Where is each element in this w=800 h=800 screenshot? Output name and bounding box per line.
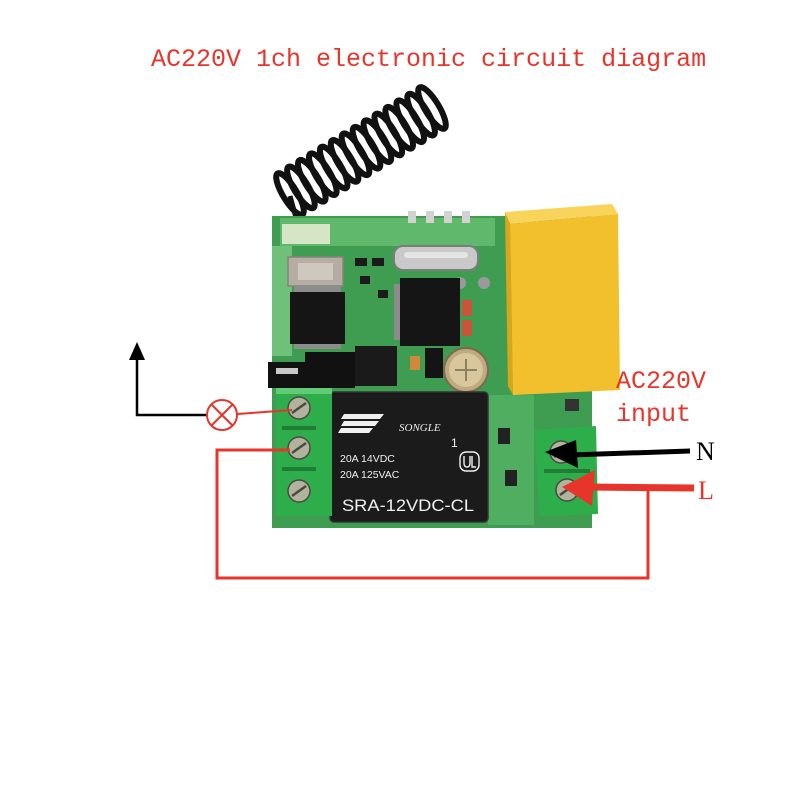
- relay: SONGLE 1 20A 14VDC 20A 125VAC SRA-12VDC-…: [329, 391, 489, 523]
- crystal-highlight: [404, 252, 468, 258]
- antenna: [273, 84, 449, 233]
- ul-mark-u: [463, 456, 471, 468]
- lamp-cross: [210, 403, 234, 427]
- jumper-cap-stripe: [276, 368, 298, 374]
- receiver-module-label-area: [282, 224, 330, 244]
- input-label-text: input: [616, 400, 691, 429]
- screw-slot: [291, 484, 307, 498]
- neutral-label: N: [696, 437, 715, 466]
- page-title: AC220V 1ch electronic circuit diagram: [151, 45, 706, 74]
- terminal-screw: [287, 436, 311, 460]
- songle-logo-bar: [341, 421, 379, 426]
- relay-rating-dc: 20A 14VDC: [340, 453, 395, 465]
- capacitor-vent: [455, 359, 477, 381]
- antenna-coil: [273, 84, 449, 218]
- smd-led: [462, 300, 472, 316]
- ic-pin-row: [394, 284, 400, 340]
- smd-resistor: [378, 290, 388, 298]
- live-label: L: [698, 476, 714, 505]
- jumper-block: [305, 352, 355, 388]
- learn-button-cap: [298, 263, 333, 280]
- terminal-block-highlight: [276, 388, 332, 394]
- x2-capacitor-side: [505, 212, 513, 395]
- smd-part: [505, 470, 517, 486]
- relay-model: SRA-12VDC-CL: [342, 496, 474, 515]
- songle-logo-bar: [338, 428, 373, 433]
- smd-resistor: [372, 258, 384, 266]
- ul-mark-icon: [459, 451, 480, 472]
- x2-capacitor-top: [505, 204, 618, 224]
- x2-capacitor-front: [510, 214, 620, 395]
- ic-chip-left: [290, 292, 345, 344]
- ul-mark-l: [471, 456, 476, 468]
- screw-slot: [291, 401, 307, 415]
- output-load: [129, 342, 293, 431]
- arrow-up-icon: [129, 342, 145, 360]
- relay-pin-number: 1: [451, 436, 458, 450]
- songle-logo-icon: [338, 414, 384, 433]
- pcb-light-area: [272, 246, 292, 356]
- smd-part: [410, 356, 420, 370]
- songle-logo-bar: [341, 414, 384, 419]
- ic-chip-right: [400, 278, 460, 346]
- neutral-arrow-shaft: [569, 448, 691, 458]
- neutral-arrow-head: [545, 440, 578, 468]
- terminal-screw: [287, 479, 311, 503]
- neutral-arrow: [545, 440, 691, 468]
- lamp-lead-wire: [236, 409, 293, 415]
- relay-rating-ac: 20A 125VAC: [340, 469, 400, 481]
- ul-mark-frame: [459, 451, 480, 472]
- live-arrow-shaft: [585, 483, 695, 492]
- screw-slot: [291, 441, 307, 455]
- x2-capacitor: [505, 204, 620, 395]
- module-pin: [408, 211, 416, 223]
- smd-part: [565, 399, 579, 411]
- output-line: [135, 356, 207, 417]
- terminal-screw: [287, 396, 311, 420]
- live-loop-wire: [215, 448, 650, 580]
- module-pin: [426, 211, 434, 223]
- module-pin: [444, 211, 452, 223]
- live-arrow: [562, 470, 695, 506]
- smd-led: [462, 320, 472, 336]
- smd-resistor: [360, 276, 370, 284]
- smd-resistor: [355, 258, 367, 266]
- driver-block: [355, 346, 397, 386]
- ic-pin-row: [294, 344, 341, 349]
- input-label-voltage: AC220V: [616, 367, 706, 396]
- ic-pin-row: [294, 286, 341, 292]
- module-pin: [462, 211, 470, 223]
- transistor: [425, 348, 443, 378]
- pcb-light-area: [488, 395, 534, 525]
- terminal-recess: [282, 467, 316, 471]
- terminal-recess: [282, 426, 316, 430]
- via-pad: [478, 277, 490, 289]
- live-arrow-head: [562, 470, 595, 506]
- jumper-header: [268, 362, 306, 388]
- antenna-coil-loop: [415, 84, 449, 132]
- relay-brand: SONGLE: [399, 422, 441, 434]
- terminal-recess: [544, 469, 590, 473]
- smd-part: [498, 428, 510, 444]
- lamp-icon: [206, 399, 238, 431]
- output-terminal-block: [276, 388, 332, 516]
